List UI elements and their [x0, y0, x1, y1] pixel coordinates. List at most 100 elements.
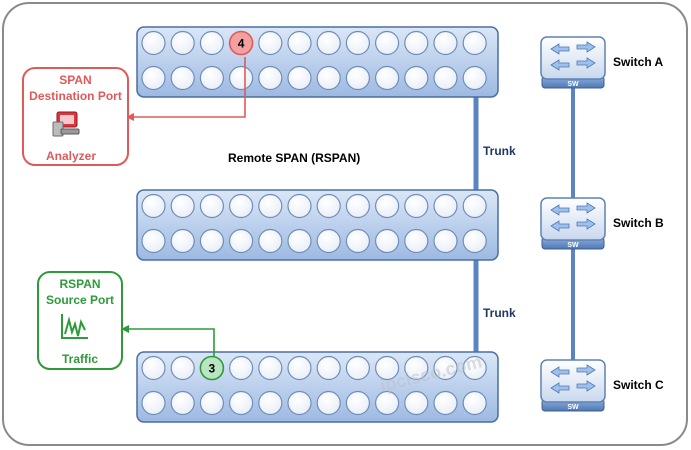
port: [199, 228, 224, 254]
switch-panels: 43: [136, 26, 499, 423]
switch-badge: SW: [567, 404, 579, 411]
switch-icon-3: SW Switch C: [540, 359, 664, 412]
port: [345, 355, 370, 381]
port: [433, 65, 458, 91]
port: [287, 228, 312, 254]
traffic-graph-icon: [61, 314, 88, 339]
span-connectors: [121, 57, 246, 357]
port: [141, 355, 166, 381]
port: [462, 390, 487, 416]
port: [316, 65, 341, 91]
port: [345, 228, 370, 254]
source-box-line2: Source Port: [46, 293, 114, 307]
port: [229, 65, 254, 91]
port: [141, 193, 166, 219]
port-source: [199, 355, 225, 381]
source-connector: [127, 328, 215, 357]
port: [287, 30, 312, 56]
port: [199, 30, 224, 56]
port: [404, 30, 429, 56]
port: [462, 228, 487, 254]
diagram-title: Remote SPAN (RSPAN): [228, 151, 360, 165]
port: [404, 65, 429, 91]
port: [433, 228, 458, 254]
switch-panel-top: 4: [136, 26, 499, 98]
source-box-line3: Traffic: [62, 352, 98, 366]
port: [433, 30, 458, 56]
switch-panel-bottom: 3: [136, 351, 499, 423]
port: [375, 390, 400, 416]
switch-arrows-icon: [550, 41, 596, 71]
port: [433, 193, 458, 219]
port: [258, 193, 283, 219]
port: [404, 193, 429, 219]
port: [375, 65, 400, 91]
port: [258, 65, 283, 91]
port: [375, 30, 400, 56]
port: [170, 228, 195, 254]
port: [170, 65, 195, 91]
rspan-source-box: RSPAN Source Port Traffic: [37, 271, 123, 370]
trunk-label-upper: Trunk: [483, 144, 516, 158]
port: [287, 355, 312, 381]
span-destination-box: SPAN Destination Port Analyzer: [22, 67, 129, 166]
port: [258, 390, 283, 416]
port: [404, 228, 429, 254]
switch-name: Switch B: [613, 216, 664, 230]
source-box-frame: [37, 271, 123, 370]
port: [258, 30, 283, 56]
port-number-label: 3: [209, 362, 216, 376]
port: [258, 228, 283, 254]
source-arrowhead: [121, 325, 129, 333]
port: [462, 355, 487, 381]
port: [316, 30, 341, 56]
port-number-label: 4: [238, 37, 245, 51]
trunk-label-lower: Trunk: [483, 306, 516, 320]
port: [141, 65, 166, 91]
port: [462, 30, 487, 56]
destination-box-line1: SPAN: [59, 73, 91, 87]
destination-box-line3: Analyzer: [46, 149, 96, 163]
switch-arrows-icon: [550, 202, 596, 232]
analyzer-computer-icon: [52, 111, 80, 137]
port: [229, 228, 254, 254]
switch-icon-2: SW Switch B: [540, 197, 664, 250]
port: [199, 65, 224, 91]
destination-box-line2: Destination Port: [29, 89, 122, 103]
port: [229, 390, 254, 416]
port: [170, 390, 195, 416]
switch-arrows-icon: [550, 364, 596, 394]
port: [229, 355, 254, 381]
switch-panel-middle: [136, 189, 499, 261]
port: [287, 193, 312, 219]
port: [345, 193, 370, 219]
port: [316, 355, 341, 381]
port: [229, 193, 254, 219]
port: [199, 390, 224, 416]
switch-name: Switch C: [613, 378, 664, 392]
port: [170, 355, 195, 381]
port: [404, 390, 429, 416]
port: [170, 193, 195, 219]
port: [316, 193, 341, 219]
destination-connector: [132, 57, 246, 118]
switch-badge: SW: [567, 242, 579, 249]
port: [345, 65, 370, 91]
port: [199, 193, 224, 219]
port: [316, 390, 341, 416]
port-destination: [228, 30, 254, 56]
port: [462, 65, 487, 91]
port: [258, 355, 283, 381]
port: [375, 193, 400, 219]
switch-name: Switch A: [613, 55, 664, 69]
port: [141, 390, 166, 416]
port: [287, 390, 312, 416]
switch-body: [540, 197, 606, 241]
destination-arrowhead: [126, 113, 134, 121]
port: [345, 390, 370, 416]
port: [141, 228, 166, 254]
port: [141, 30, 166, 56]
